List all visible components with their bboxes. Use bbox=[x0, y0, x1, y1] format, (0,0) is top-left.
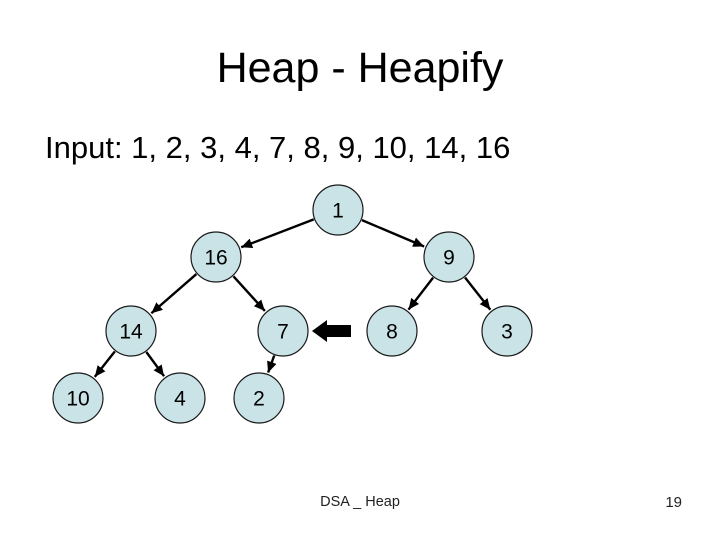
tree-edge-14-4 bbox=[145, 351, 166, 377]
tree-node-label: 10 bbox=[66, 387, 89, 410]
tree-edge-9-8 bbox=[407, 276, 435, 311]
tree-edge-16-7 bbox=[232, 275, 266, 312]
tree-node-label: 7 bbox=[277, 320, 289, 343]
heapify-pointer-arrow bbox=[312, 320, 351, 342]
tree-node-label: 1 bbox=[332, 199, 344, 222]
tree-node-1: 1 bbox=[312, 184, 364, 236]
tree-edge-1-16 bbox=[240, 218, 315, 249]
tree-node-label: 16 bbox=[204, 246, 227, 269]
tree-edge-16-14 bbox=[150, 273, 198, 315]
tree-node-9: 9 bbox=[423, 231, 475, 283]
tree-node-7: 7 bbox=[257, 305, 309, 357]
input-sequence-text: Input: 1, 2, 3, 4, 7, 8, 9, 10, 14, 16 bbox=[45, 130, 511, 165]
tree-node-16: 16 bbox=[190, 231, 242, 283]
tree-node-label: 2 bbox=[253, 387, 265, 410]
page-number: 19 bbox=[665, 494, 682, 511]
footer-text: DSA _ Heap bbox=[320, 494, 400, 510]
tree-edge-9-3 bbox=[464, 276, 492, 311]
tree-edge-14-10 bbox=[93, 350, 116, 378]
tree-node-2: 2 bbox=[233, 372, 285, 424]
page-title: Heap - Heapify bbox=[216, 44, 504, 92]
tree-node-label: 8 bbox=[386, 320, 398, 343]
tree-node-14: 14 bbox=[105, 305, 157, 357]
tree-node-label: 4 bbox=[174, 387, 186, 410]
tree-node-10: 10 bbox=[52, 372, 104, 424]
tree-edge-7-2 bbox=[266, 355, 277, 373]
tree-node-label: 14 bbox=[119, 320, 143, 343]
tree-node-8: 8 bbox=[366, 305, 418, 357]
tree-node-label: 3 bbox=[501, 320, 513, 343]
tree-edge-1-9 bbox=[361, 219, 425, 248]
tree-node-3: 3 bbox=[481, 305, 533, 357]
tree-node-label: 9 bbox=[443, 246, 455, 269]
tree-node-4: 4 bbox=[154, 372, 206, 424]
